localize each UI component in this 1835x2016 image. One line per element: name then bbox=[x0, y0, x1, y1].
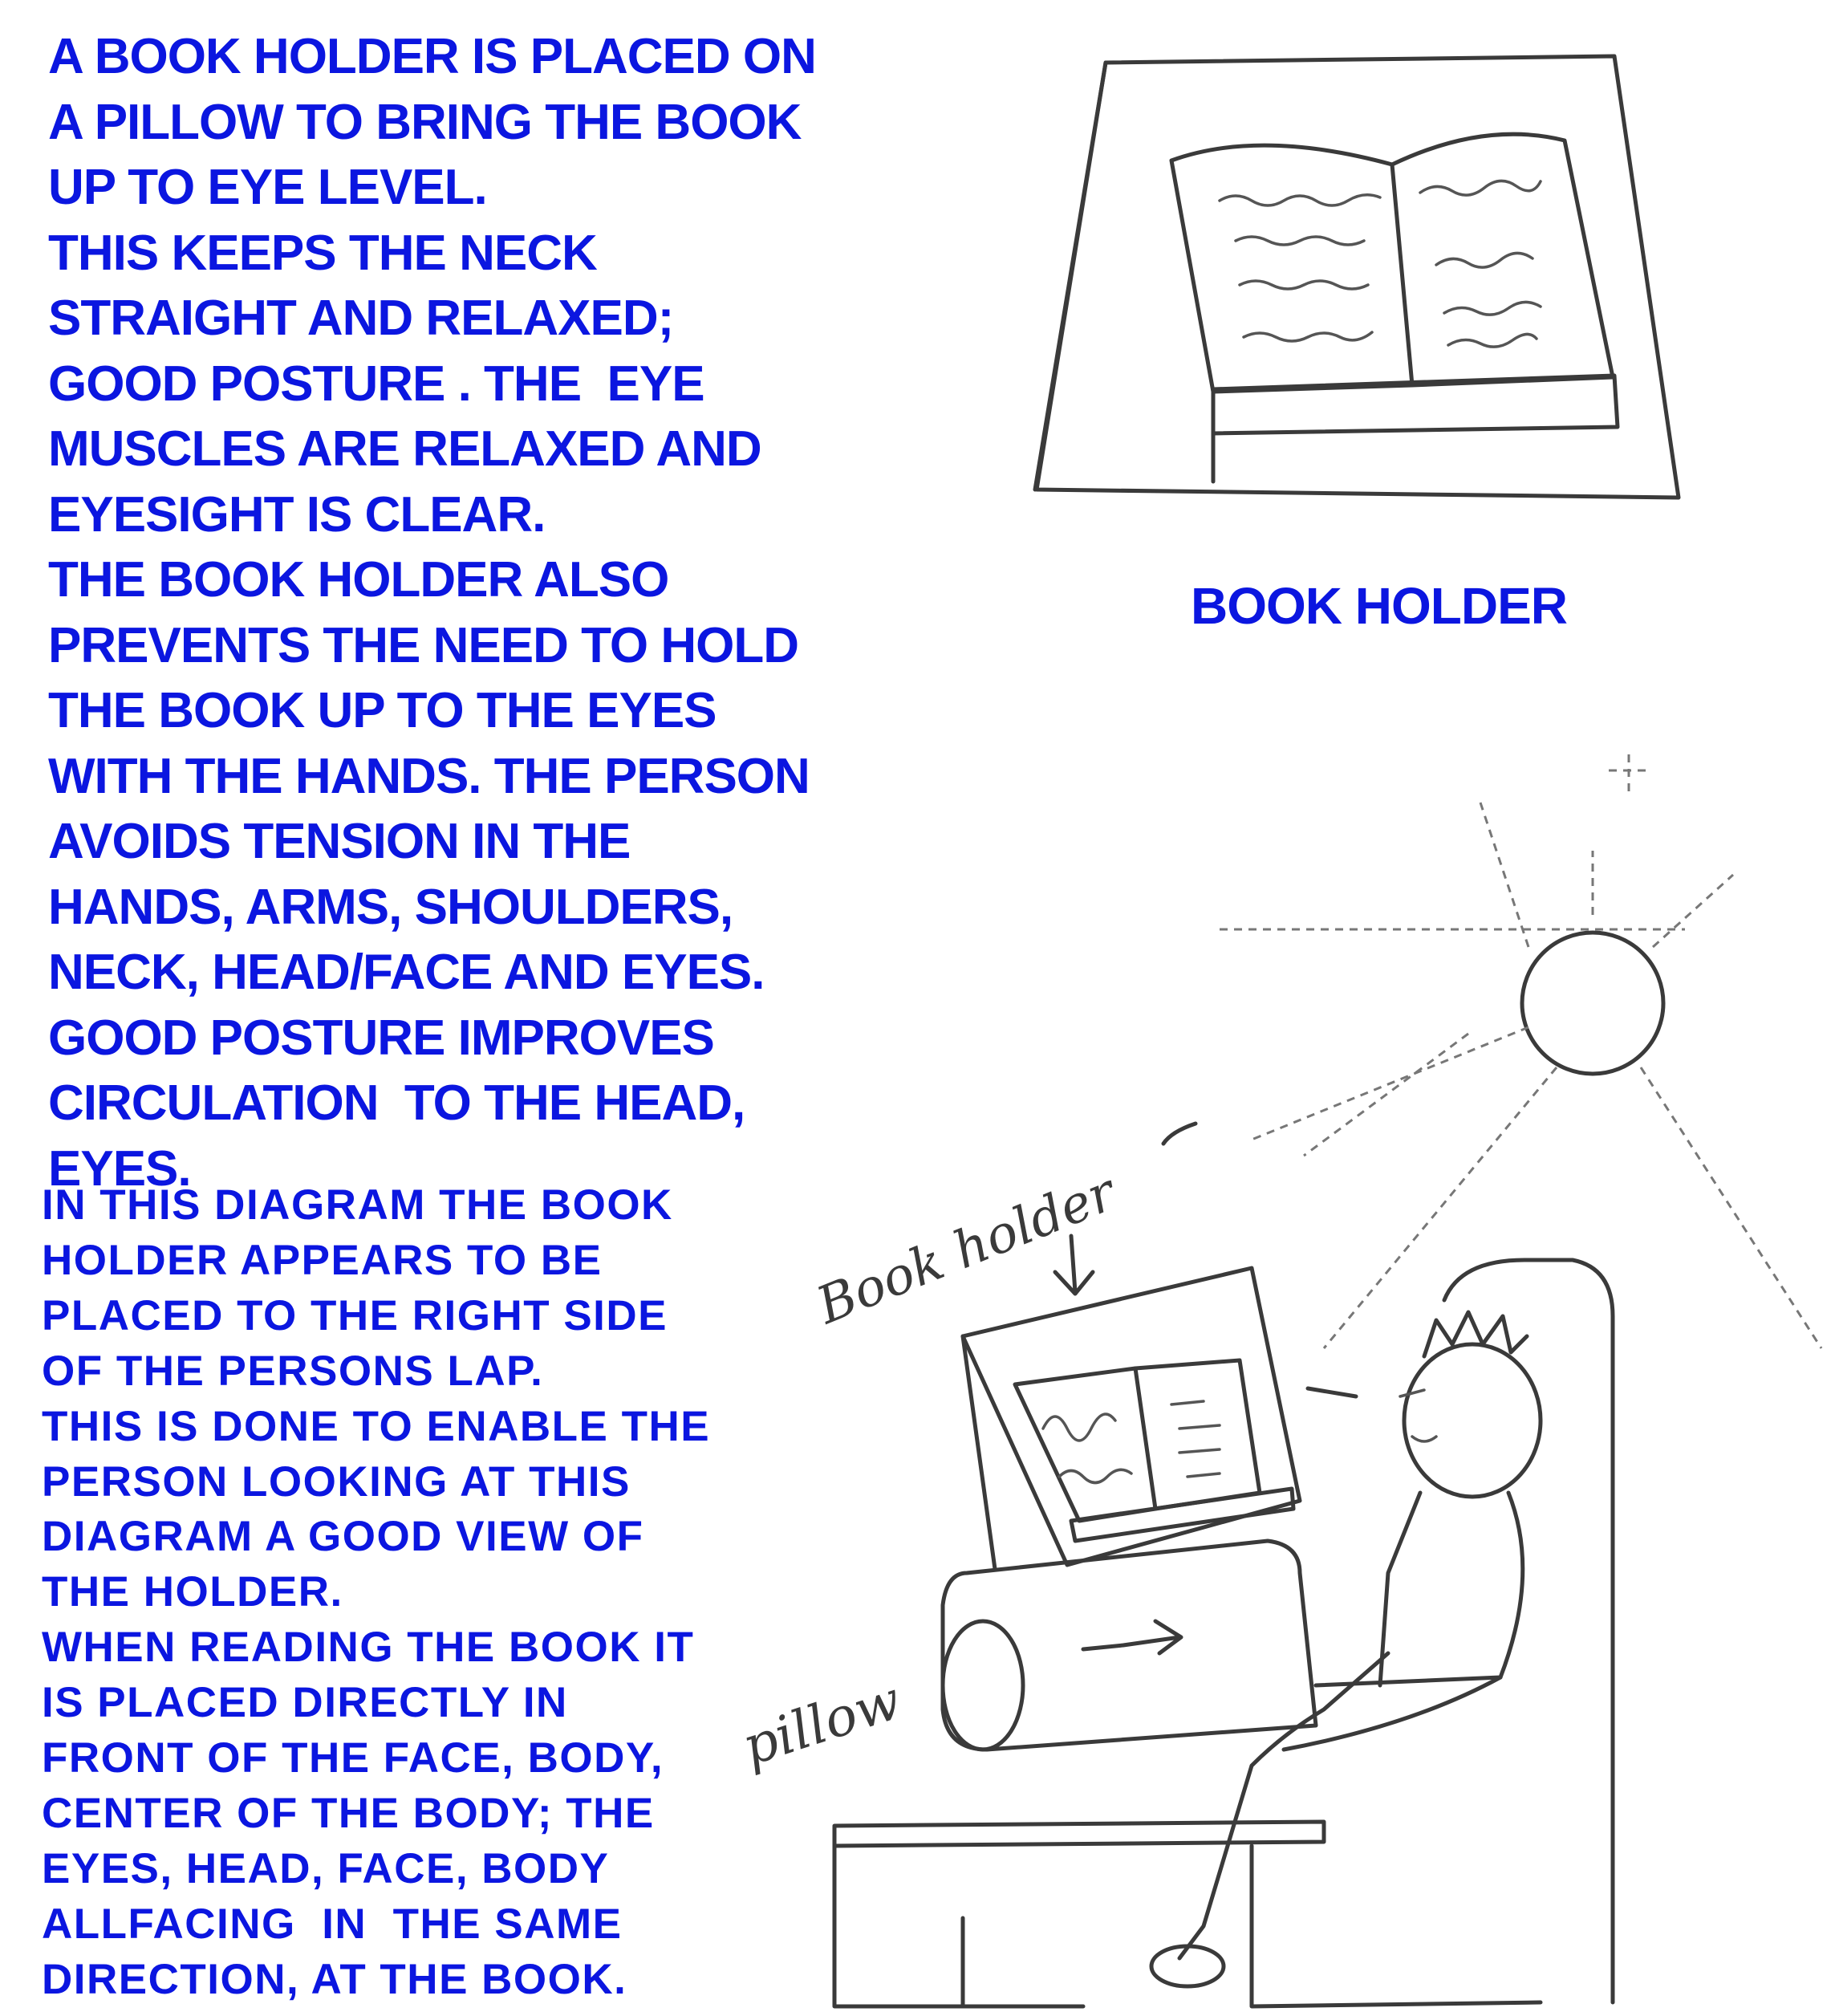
page-scribble bbox=[1170, 1400, 1221, 1478]
person-head bbox=[1402, 1342, 1543, 1499]
text-line: HANDS, ARMS, SHOULDERS, bbox=[48, 879, 733, 935]
diagram-note-text: IN THIS DIAGRAM THE BOOK HOLDER APPEARS … bbox=[42, 1178, 710, 2008]
light-ray bbox=[1303, 1032, 1469, 1157]
person-hair bbox=[1422, 1310, 1529, 1359]
text-line: PERSON LOOKING AT THIS bbox=[42, 1457, 631, 1506]
text-line: MUSCLES ARE RELAXED AND bbox=[48, 421, 762, 477]
text-line: UP TO EYE LEVEL. bbox=[48, 160, 488, 215]
text-line: EYESIGHT IS CLEAR. bbox=[48, 486, 546, 543]
text-line: THE HOLDER. bbox=[42, 1568, 343, 1616]
text-line: DIAGRAM A GOOD VIEW OF bbox=[42, 1513, 644, 1561]
text-line: THE BOOK HOLDER ALSO bbox=[48, 552, 669, 608]
light-ray bbox=[1251, 1026, 1529, 1141]
text-line: STRAIGHT AND RELAXED; bbox=[48, 291, 674, 346]
holder-ledge bbox=[1211, 373, 1620, 436]
book-right-page bbox=[1390, 132, 1615, 388]
chair-front-left bbox=[832, 1843, 1086, 2009]
text-line: OF THE PERSONS LAP. bbox=[42, 1347, 544, 1395]
person-torso-front bbox=[1378, 1490, 1423, 1688]
light-ray bbox=[1479, 802, 1530, 948]
chair-front-right bbox=[1249, 1843, 1543, 2009]
light-ray bbox=[1651, 873, 1735, 949]
page-scribble bbox=[1435, 251, 1534, 269]
text-line: EYES. bbox=[48, 1140, 192, 1197]
text-line: EYES, HEAD, FACE, BODY bbox=[42, 1844, 610, 1892]
page-scribble bbox=[1218, 193, 1382, 207]
text-line: WHEN READING THE BOOK IT bbox=[42, 1624, 695, 1672]
person-eye bbox=[1399, 1388, 1426, 1398]
page-scribble bbox=[1447, 332, 1538, 348]
person-lap bbox=[1281, 1675, 1503, 1752]
text-line: WITH THE HANDS. THE PERSON bbox=[48, 748, 810, 804]
chair-back bbox=[1442, 1258, 1615, 2005]
light-ray bbox=[1322, 1067, 1558, 1349]
text-line: GOOD POSTURE IMPROVES bbox=[48, 1010, 715, 1066]
text-line: A PILLOW TO BRING THE BOOK bbox=[48, 94, 802, 150]
holder-back-leg bbox=[960, 1334, 997, 1571]
arrow-icon bbox=[1053, 1234, 1095, 1296]
page-scribble bbox=[1238, 279, 1370, 291]
person-mouth bbox=[1411, 1435, 1438, 1443]
chair-seat-front bbox=[832, 1819, 1326, 1848]
small-book-right bbox=[1133, 1358, 1262, 1511]
page-scribble bbox=[1234, 235, 1366, 246]
arrow-icon bbox=[1081, 1619, 1183, 1656]
text-line: THE BOOK UP TO THE EYES bbox=[48, 683, 717, 738]
person-arm bbox=[1313, 1490, 1525, 1688]
text-line: PREVENTS THE NEED TO HOLD bbox=[48, 617, 799, 673]
handwritten-label: pillow bbox=[735, 1669, 908, 1778]
page-scribble bbox=[1041, 1412, 1133, 1485]
text-line: CIRCULATION TO THE HEAD, bbox=[48, 1075, 745, 1131]
light-ray bbox=[1639, 1067, 1823, 1349]
lamp-icon bbox=[1520, 930, 1666, 1076]
text-line: IN THIS DIAGRAM THE BOOK bbox=[42, 1181, 673, 1229]
text-line: ALLFACING IN THE SAME bbox=[42, 1900, 623, 1948]
pillow-end bbox=[940, 1619, 1025, 1752]
text-line: GOOD POSTURE . THE EYE bbox=[48, 356, 705, 412]
page-scribble bbox=[1242, 331, 1374, 343]
person-nose-gaze bbox=[1305, 1386, 1358, 1399]
text-line: IS PLACED DIRECTLY IN bbox=[42, 1679, 568, 1727]
text-line: THIS IS DONE TO ENABLE THE bbox=[42, 1402, 711, 1450]
main-description-text: A BOOK HOLDER IS PLACED ON A PILLOW TO B… bbox=[48, 24, 817, 1201]
text-line: HOLDER APPEARS TO BE bbox=[42, 1236, 603, 1284]
text-line: CENTER OF THE BODY; THE bbox=[42, 1789, 655, 1837]
text-line: PLACED TO THE RIGHT SIDE bbox=[42, 1291, 668, 1339]
page-scribble bbox=[1443, 300, 1542, 316]
light-ray bbox=[1609, 754, 1649, 795]
pillow bbox=[940, 1538, 1318, 1752]
holder-frame-back-leg bbox=[1033, 60, 1108, 492]
person-foot bbox=[1149, 1944, 1226, 1989]
text-line: NECK, HEAD/FACE AND EYES. bbox=[48, 945, 765, 1000]
text-line: A BOOK HOLDER IS PLACED ON bbox=[48, 29, 817, 84]
text-line: DIRECTION, AT THE BOOK. bbox=[42, 1955, 627, 2003]
text-line: FRONT OF THE FACE, BODY, bbox=[42, 1734, 664, 1782]
book-holder-caption: BOOK HOLDER bbox=[1191, 577, 1568, 635]
label-leader-line bbox=[1161, 1121, 1198, 1146]
page-scribble bbox=[1419, 179, 1542, 197]
text-line: AVOIDS TENSION IN THE bbox=[48, 814, 631, 869]
holder-on-pillow bbox=[960, 1266, 1302, 1567]
person-leg bbox=[1177, 1651, 1390, 1961]
text-line: THIS KEEPS THE NECK bbox=[48, 225, 598, 281]
